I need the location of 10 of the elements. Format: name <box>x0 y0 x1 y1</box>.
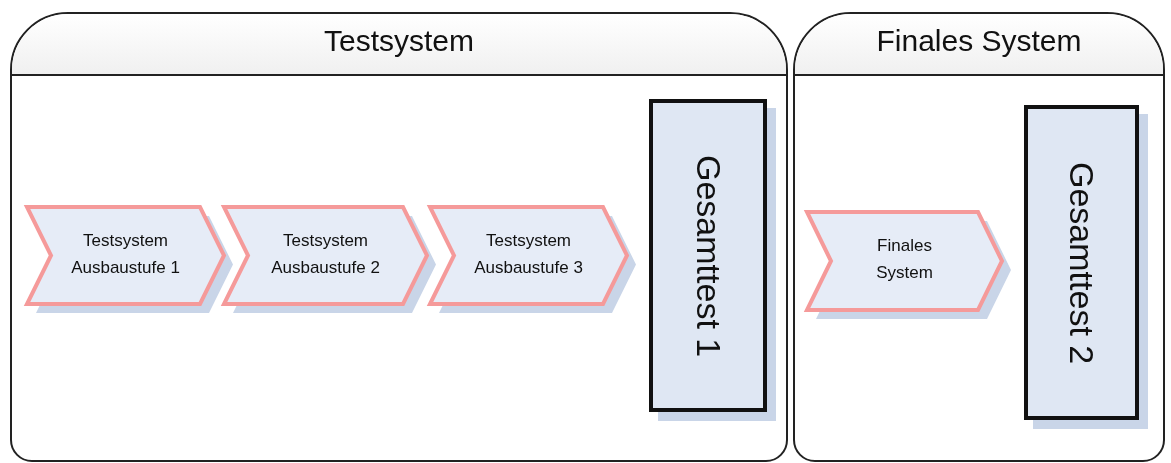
swimlane-panel <box>793 12 1165 462</box>
step-label: Testsystem Ausbaustufe 1 <box>70 230 181 279</box>
step-label: Testsystem Ausbaustufe 3 <box>473 230 584 279</box>
step-label: Finales System <box>875 235 934 284</box>
lane-title: Finales System <box>875 24 1083 58</box>
phase-label: Gesamttest 1 <box>688 154 728 357</box>
lane-title: Testsystem <box>323 24 475 58</box>
phase-label: Gesamttest 2 <box>1062 161 1101 364</box>
step-label: Testsystem Ausbaustufe 2 <box>270 230 381 279</box>
swimlane-panel <box>10 12 788 462</box>
